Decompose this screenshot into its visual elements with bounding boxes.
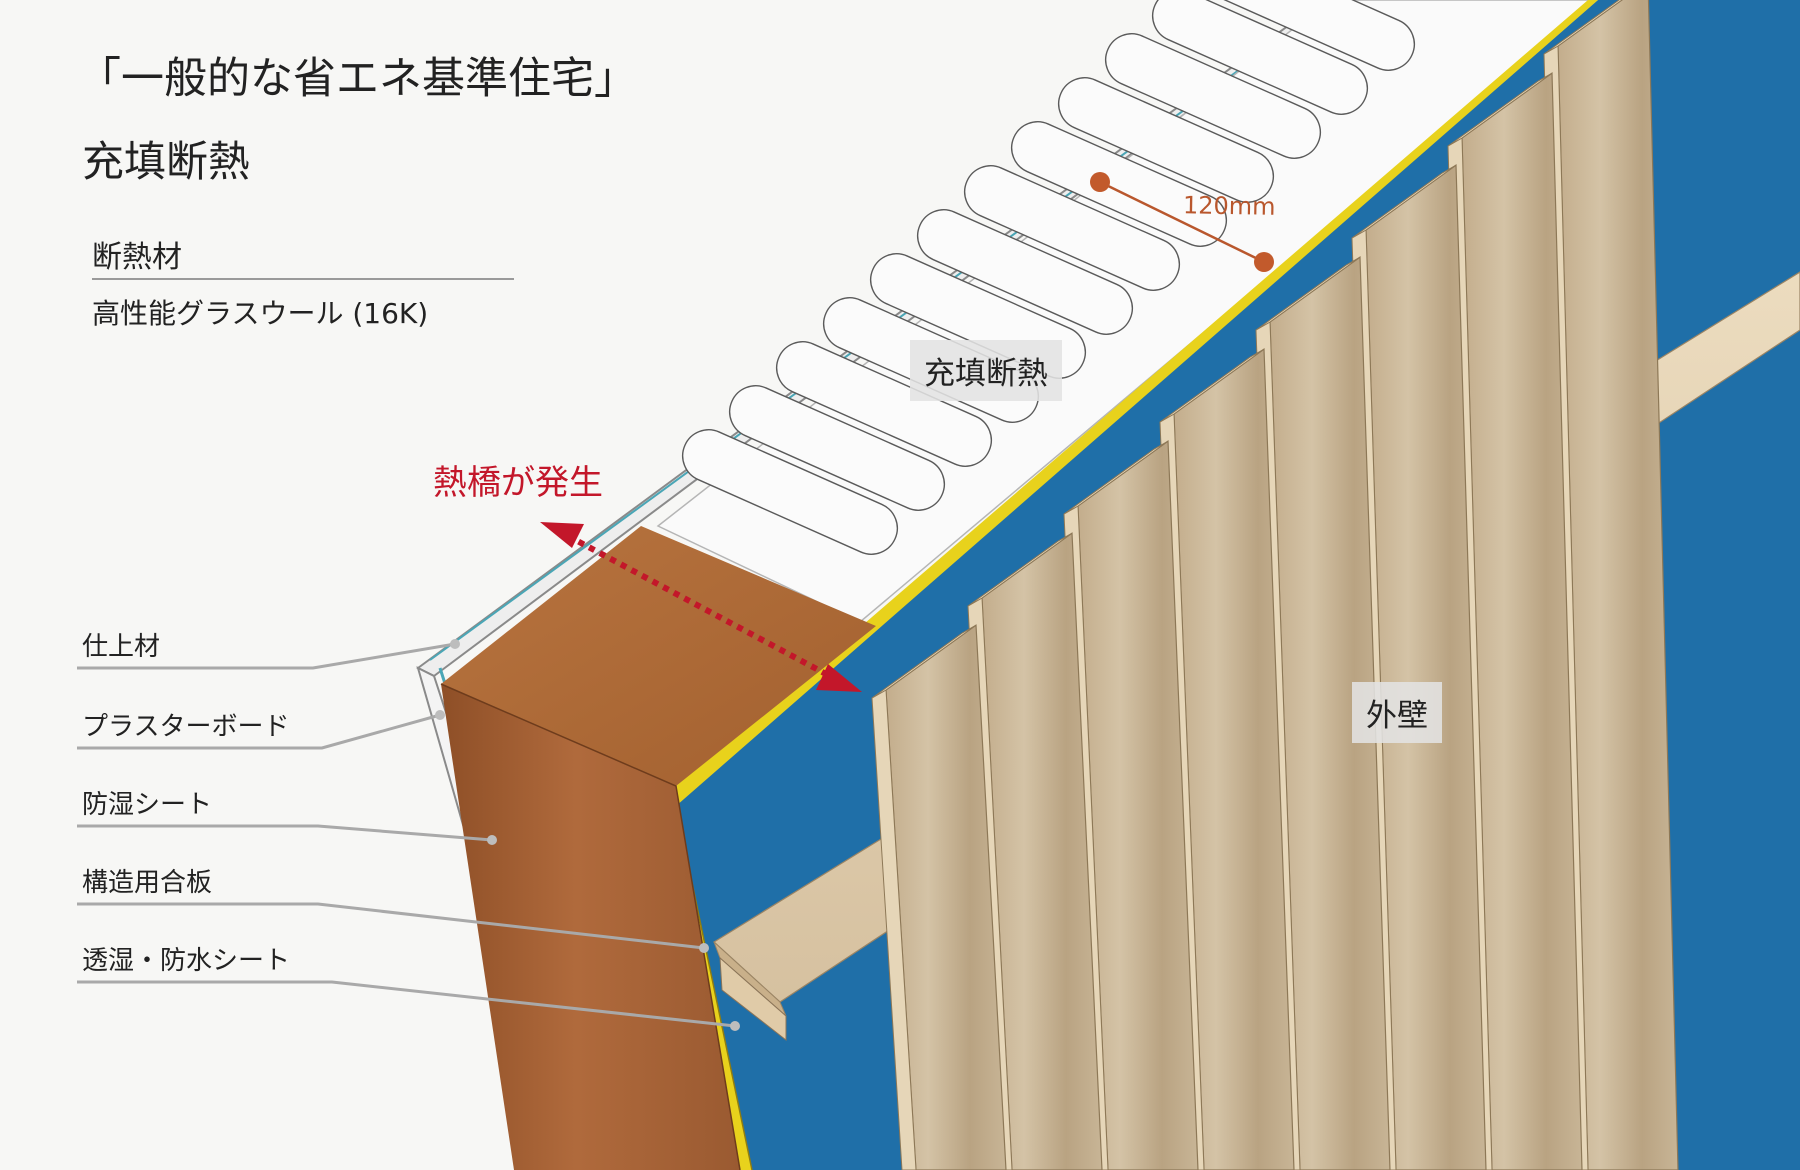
tag-exterior-wall: 外壁 [1352, 682, 1442, 743]
layer-leader-lines [77, 642, 736, 1028]
arrowhead-upper-left [540, 522, 584, 548]
leader-finish [77, 642, 456, 670]
leader-plasterboard [77, 713, 441, 750]
leader-waterproof [77, 980, 736, 1028]
dimension-start-dot [1090, 172, 1110, 192]
siding-board-top [1543, 0, 1623, 55]
thermal-bridge-label: 熱橋が発生 [433, 463, 603, 503]
insulation-band [656, 0, 1600, 623]
siding-board-top [1063, 440, 1169, 515]
glass-wool-batt [1104, 33, 1322, 159]
stud-front-face [441, 684, 740, 1170]
layer-label-finish: 仕上材 [82, 632, 161, 662]
siding-board-top [871, 624, 977, 699]
glass-wool-batt [1151, 0, 1369, 115]
insulation-label: 断熱材 [92, 240, 182, 275]
page-title: 「一般的な省エネ基準住宅」 [78, 54, 637, 104]
glass-wool-batt [1198, 0, 1416, 71]
thermal-bridge-arrow [540, 522, 862, 692]
layer-label-vapor-barrier: 防湿シート [82, 790, 213, 820]
glass-wool-batt [681, 429, 899, 555]
siding-board-top [1447, 72, 1553, 147]
dimension-label: 120mm [1182, 191, 1276, 221]
siding-board-top [967, 532, 1073, 607]
dimension-end-dot [1254, 252, 1274, 272]
layer-label-plywood: 構造用合板 [82, 868, 213, 898]
page-subtitle: 充填断熱 [82, 137, 251, 186]
insulation-divider [92, 278, 514, 280]
stud-top-face [441, 526, 876, 786]
leader-plywood [77, 902, 705, 950]
layer-label-waterproof: 透湿・防水シート [82, 946, 291, 976]
siding-board-top [1255, 256, 1361, 331]
waterproof-sheet-strip [662, 0, 1598, 806]
exterior-siding-boards [871, 0, 1679, 1170]
glass-wool-batts [681, 0, 1416, 555]
siding-board-top [1159, 348, 1265, 423]
siding-board-top [1351, 164, 1457, 239]
glass-wool-batt [963, 165, 1181, 291]
insulation-value: 高性能グラスウール (16K) [92, 297, 429, 330]
glass-wool-batt [1057, 77, 1275, 203]
arrowhead-lower-right [816, 664, 862, 692]
glass-wool-batt [728, 385, 946, 511]
glass-wool-batt [1010, 121, 1228, 247]
glass-wool-batt [775, 341, 993, 467]
leader-anchor-dots [435, 639, 740, 1031]
layer-label-plasterboard: プラスターボード [82, 712, 290, 742]
dimension-marker [1090, 172, 1274, 272]
timber-stud [440, 526, 876, 1170]
leader-vapor-barrier [77, 824, 493, 842]
tag-fill-insulation: 充填断熱 [910, 340, 1062, 401]
glass-wool-batt [916, 209, 1134, 335]
